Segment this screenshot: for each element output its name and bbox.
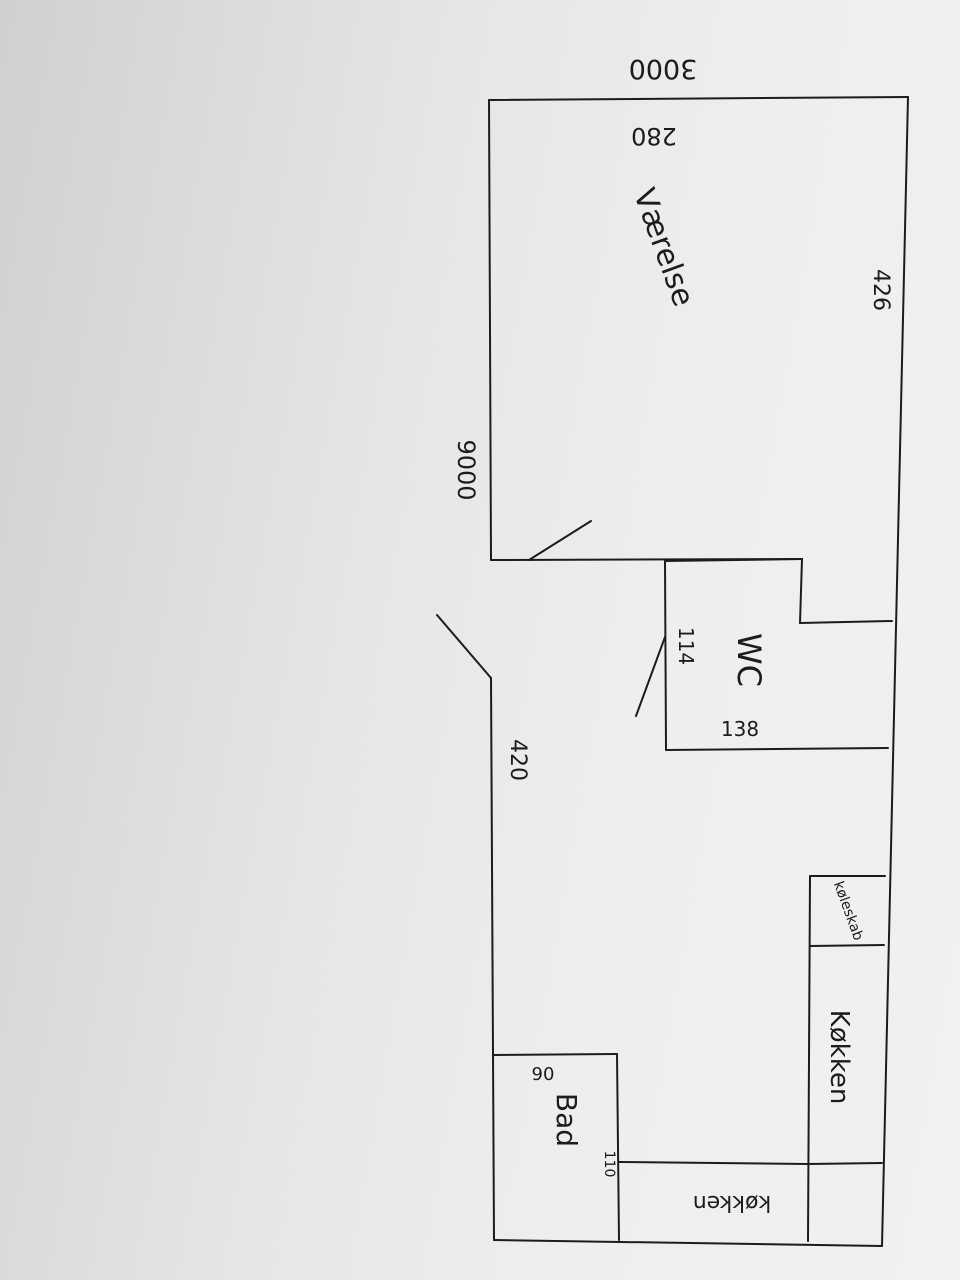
bath-110-label: 110 xyxy=(601,1151,617,1178)
top-dimension-label: 3000 xyxy=(629,53,698,84)
side-426-label: 426 xyxy=(868,269,893,311)
lower-kitchen-line xyxy=(618,1161,809,1165)
wall-top xyxy=(488,96,909,101)
wc-name-label: WC xyxy=(730,633,768,687)
kitchen-label: Køkken xyxy=(824,1010,854,1105)
wall-left-lower xyxy=(490,677,495,1241)
wc-wall-bottom xyxy=(665,747,889,751)
kitchen-counter xyxy=(807,875,886,1242)
wall-bottom xyxy=(493,1239,883,1247)
bath-wall-right xyxy=(616,1053,620,1241)
hall-420-label: 420 xyxy=(505,739,530,781)
left-dimension-label: 9000 xyxy=(452,439,480,500)
bath-wall-top xyxy=(492,1053,618,1056)
bath-label: Bad xyxy=(550,1093,583,1147)
wc-room xyxy=(664,558,893,751)
wall-left-upper xyxy=(488,99,492,561)
wc-138-label: 138 xyxy=(721,717,759,741)
wc-notch-side xyxy=(799,558,803,624)
counter-divider xyxy=(807,1162,883,1165)
room-name-label: Værelse xyxy=(626,184,701,311)
bath-90-label: 90 xyxy=(532,1064,555,1085)
bath-room xyxy=(492,1053,809,1241)
door-swing-wc xyxy=(635,636,666,717)
room-depth-label: 280 xyxy=(631,122,677,150)
door-swing-room xyxy=(528,520,592,561)
wc-114-label: 114 xyxy=(674,627,698,665)
outer-walls xyxy=(488,96,909,1247)
door-swing-entrance xyxy=(436,614,492,679)
kitchen-bottom-label: køkken xyxy=(693,1190,771,1215)
fridge-divider xyxy=(809,944,885,947)
kitchen-fridge-label: køleskab xyxy=(830,879,866,943)
wc-wall-left xyxy=(664,560,667,751)
counter-left-edge xyxy=(807,875,811,1242)
wc-notch-top xyxy=(664,558,803,562)
wall-right xyxy=(881,96,909,1247)
wc-notch-bottom xyxy=(799,620,893,624)
